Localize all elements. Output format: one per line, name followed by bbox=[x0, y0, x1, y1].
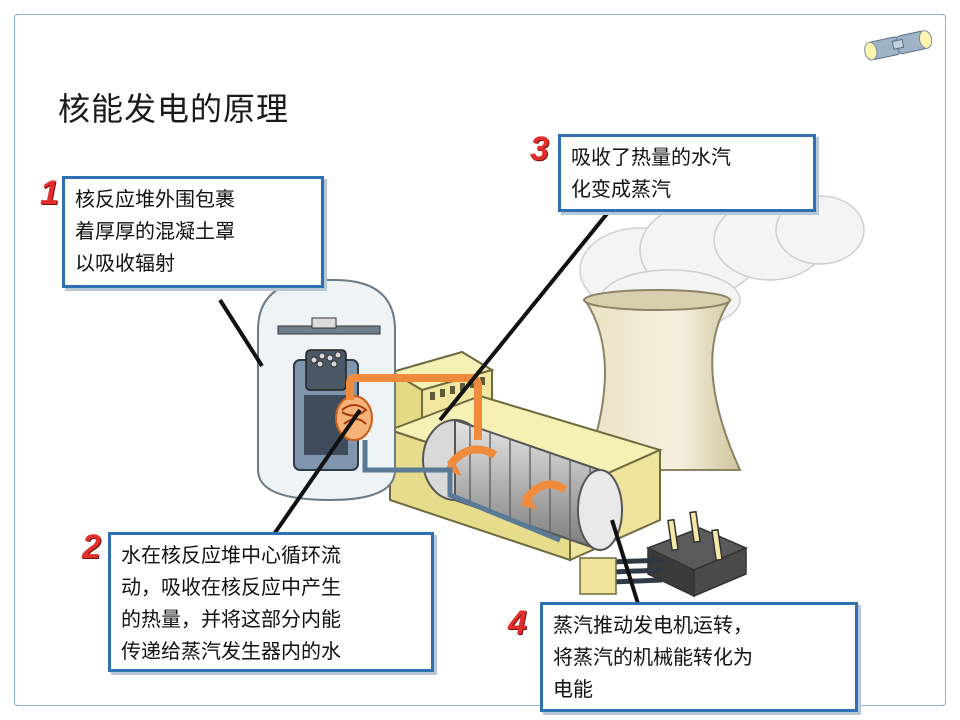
output-pipes bbox=[611, 557, 663, 585]
callout-3-text: 吸收了热量的水汽 化变成蒸汽 bbox=[558, 134, 816, 212]
steam-pipe bbox=[346, 374, 482, 440]
callout-number-3: 3 bbox=[530, 130, 549, 168]
leader-lines bbox=[218, 208, 642, 611]
callout-number-2: 2 bbox=[82, 528, 101, 566]
page-title: 核能发电的原理 bbox=[58, 90, 290, 128]
callout-1-text: 核反应堆外围包裹 着厚厚的混凝土罩 以吸收辐射 bbox=[62, 176, 324, 288]
generator bbox=[646, 510, 748, 598]
steam-cloud bbox=[579, 195, 865, 331]
callout-number-4: 4 bbox=[508, 604, 527, 642]
condenser-block bbox=[579, 557, 617, 595]
water-return-pipe bbox=[362, 440, 561, 543]
callout-number-1: 1 bbox=[40, 174, 59, 212]
reactor-vessel bbox=[293, 349, 373, 471]
callout-2-text: 水在核反应堆中心循环流 动，吸收在核反应中产生 的热量，并将这部分内能 传递给蒸… bbox=[108, 532, 434, 672]
cooling-tower bbox=[583, 299, 742, 471]
binoculars-icon bbox=[864, 30, 933, 61]
callout-4-text: 蒸汽推动发电机运转， 将蒸汽的机械能转化为 电能 bbox=[540, 602, 858, 712]
